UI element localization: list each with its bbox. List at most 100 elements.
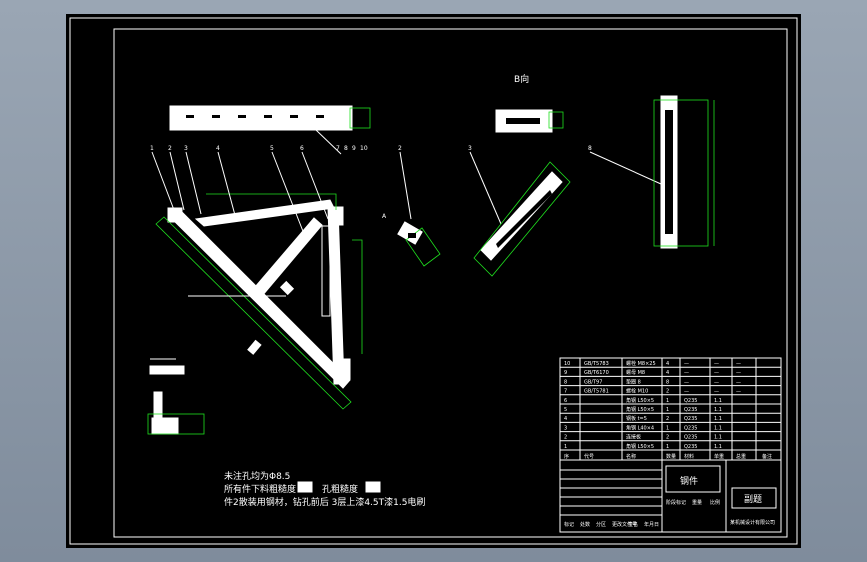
bill-of-materials: 10 GB/T5783 螺栓 M8×25 4 — — — 9 GB/T6170 螺母 M8 4 — — —… — [559, 357, 782, 461]
balloon-3: 3 — [184, 145, 188, 152]
header-total-weight: 总重 — [736, 453, 746, 460]
header-remark: 备注 — [762, 453, 772, 460]
bom-cell: 2 — [564, 435, 567, 441]
bom-cell: 1.1 — [714, 416, 722, 422]
bom-cell: 4 — [666, 370, 669, 376]
revision-block: 标记处数分区更改文件号签名年月日 — [560, 469, 662, 528]
bom-cell: Q235 — [684, 425, 697, 431]
bom-cell: — — [714, 361, 719, 367]
stage-mark: 阶段标记 — [666, 499, 686, 506]
cad-drawing: 1 2 3 4 5 6 7 8 9 10 2 3 8 A B向 — [69, 17, 798, 545]
balloon-3b: 3 — [468, 145, 472, 152]
bom-cell: 2 — [666, 389, 669, 395]
bom-cell: GB/T5783 — [584, 361, 609, 367]
view-label-a: A — [382, 213, 387, 220]
bom-cell: Q235 — [684, 416, 697, 422]
bom-cell: Q235 — [684, 398, 697, 404]
bom-cell: 1.1 — [714, 425, 722, 431]
bom-cell: 9 — [564, 370, 567, 376]
bom-cell: — — [736, 389, 741, 395]
note-line-3: 件2散装用钢材，钻孔前后 3层上漆4.5T漆1.5电刷 — [224, 496, 425, 508]
revision-label: 标记 — [564, 521, 574, 528]
bom-cell: 垫圈 8 — [626, 378, 641, 385]
inner-border — [113, 28, 788, 538]
bom-cell: 4 — [564, 416, 567, 422]
outer-border — [69, 17, 798, 545]
vertical-bar-view — [653, 95, 715, 249]
balloon-2b: 2 — [398, 145, 402, 152]
bom-cell: 3 — [564, 425, 567, 431]
bom-cell: 1 — [564, 444, 567, 450]
bom-cell: 2 — [666, 435, 669, 441]
bom-cell: — — [714, 370, 719, 376]
bom-cell: 螺母 M8 — [626, 369, 645, 376]
bom-cell: — — [684, 370, 689, 376]
balloon-2: 2 — [168, 145, 172, 152]
balloon-10: 10 — [360, 145, 368, 152]
balloon-6: 6 — [300, 145, 304, 152]
revision-label: 年月日 — [644, 521, 659, 528]
bom-cell: — — [736, 379, 741, 385]
section-label: B向 — [514, 73, 529, 85]
bom-cell: 7 — [564, 389, 567, 395]
bom-cell: 1 — [666, 407, 669, 413]
bom-cell: GB/T6170 — [584, 370, 609, 376]
bom-cell: 角钢 L40×4 — [626, 424, 654, 431]
technical-notes: 未注孔均为Φ8.5 所有件下料粗糙度 孔粗糙度 件2散装用钢材，钻孔前后 3层上… — [224, 470, 425, 508]
bom-cell: 1.1 — [714, 398, 722, 404]
bom-header-row: 序 代号 名称 数量 材料 单重 总重 备注 — [559, 449, 782, 461]
bom-cell: 5 — [564, 407, 567, 413]
bom-cell: 螺栓 M8×25 — [626, 360, 656, 367]
note-line-2: 所有件下料粗糙度 — [224, 483, 296, 495]
bom-cell: 钢板 t=5 — [626, 415, 647, 422]
header-seq: 序 — [564, 453, 569, 460]
bom-cell: GB/T97 — [584, 379, 602, 385]
bom-cell: 1 — [666, 398, 669, 404]
title-block: 钢件 副题 某机械设计有限公司 阶段标记 重量 比例 标记处数分区更改文件号签名… — [559, 459, 782, 533]
bom-cell: 1.1 — [714, 435, 722, 441]
balloon-9: 9 — [352, 145, 356, 152]
balloon-4: 4 — [216, 145, 220, 152]
scale-label: 比例 — [710, 499, 720, 506]
roughness-symbol-1 — [297, 481, 313, 493]
bom-cell: GB/T5781 — [584, 389, 609, 395]
top-view-bar — [169, 105, 371, 155]
balloon-8: 8 — [344, 145, 348, 152]
bom-cell: — — [714, 389, 719, 395]
bom-cell: 角钢 L50×5 — [626, 397, 654, 404]
bom-cell: 8 — [564, 379, 567, 385]
bom-cell: — — [684, 361, 689, 367]
bom-cell: 角钢 L50×5 — [626, 406, 654, 413]
drawing-sheet: 1 2 3 4 5 6 7 8 9 10 2 3 8 A B向 — [66, 14, 801, 548]
balloon-5: 5 — [270, 145, 274, 152]
revision-label: 分区 — [596, 521, 606, 528]
bom-cell: — — [684, 379, 689, 385]
bom-cell: 6 — [564, 398, 567, 404]
revision-label: 处数 — [580, 521, 590, 528]
bom-cell: — — [684, 389, 689, 395]
detail-a-view — [147, 358, 205, 435]
roughness-symbol-2 — [365, 481, 381, 493]
header-name: 名称 — [626, 453, 636, 460]
bom-cell: — — [736, 361, 741, 367]
revision-label: 签名 — [628, 521, 638, 528]
bom-cell: 10 — [564, 361, 570, 367]
revision-label: 更改文件号 — [612, 521, 637, 528]
bom-cell: 连接板 — [626, 434, 641, 441]
header-material: 材料 — [684, 453, 694, 460]
bom-cell: 2 — [666, 416, 669, 422]
part-name: 钢件 — [680, 475, 698, 487]
bom-cell: Q235 — [684, 435, 697, 441]
balloon-leaders — [151, 151, 662, 240]
balloon-7: 7 — [336, 145, 340, 152]
bom-cell: — — [714, 379, 719, 385]
balloon-8b: 8 — [588, 145, 592, 152]
joint-detail-view: A — [382, 213, 441, 267]
header-qty: 数量 — [666, 453, 676, 460]
channel-detail-view — [495, 109, 564, 133]
note-line-1: 未注孔均为Φ8.5 — [224, 470, 290, 482]
header-unit-weight: 单重 — [714, 453, 724, 460]
drawing-number: 副题 — [744, 494, 762, 505]
bom-cell: 4 — [666, 361, 669, 367]
bom-cell: — — [736, 370, 741, 376]
